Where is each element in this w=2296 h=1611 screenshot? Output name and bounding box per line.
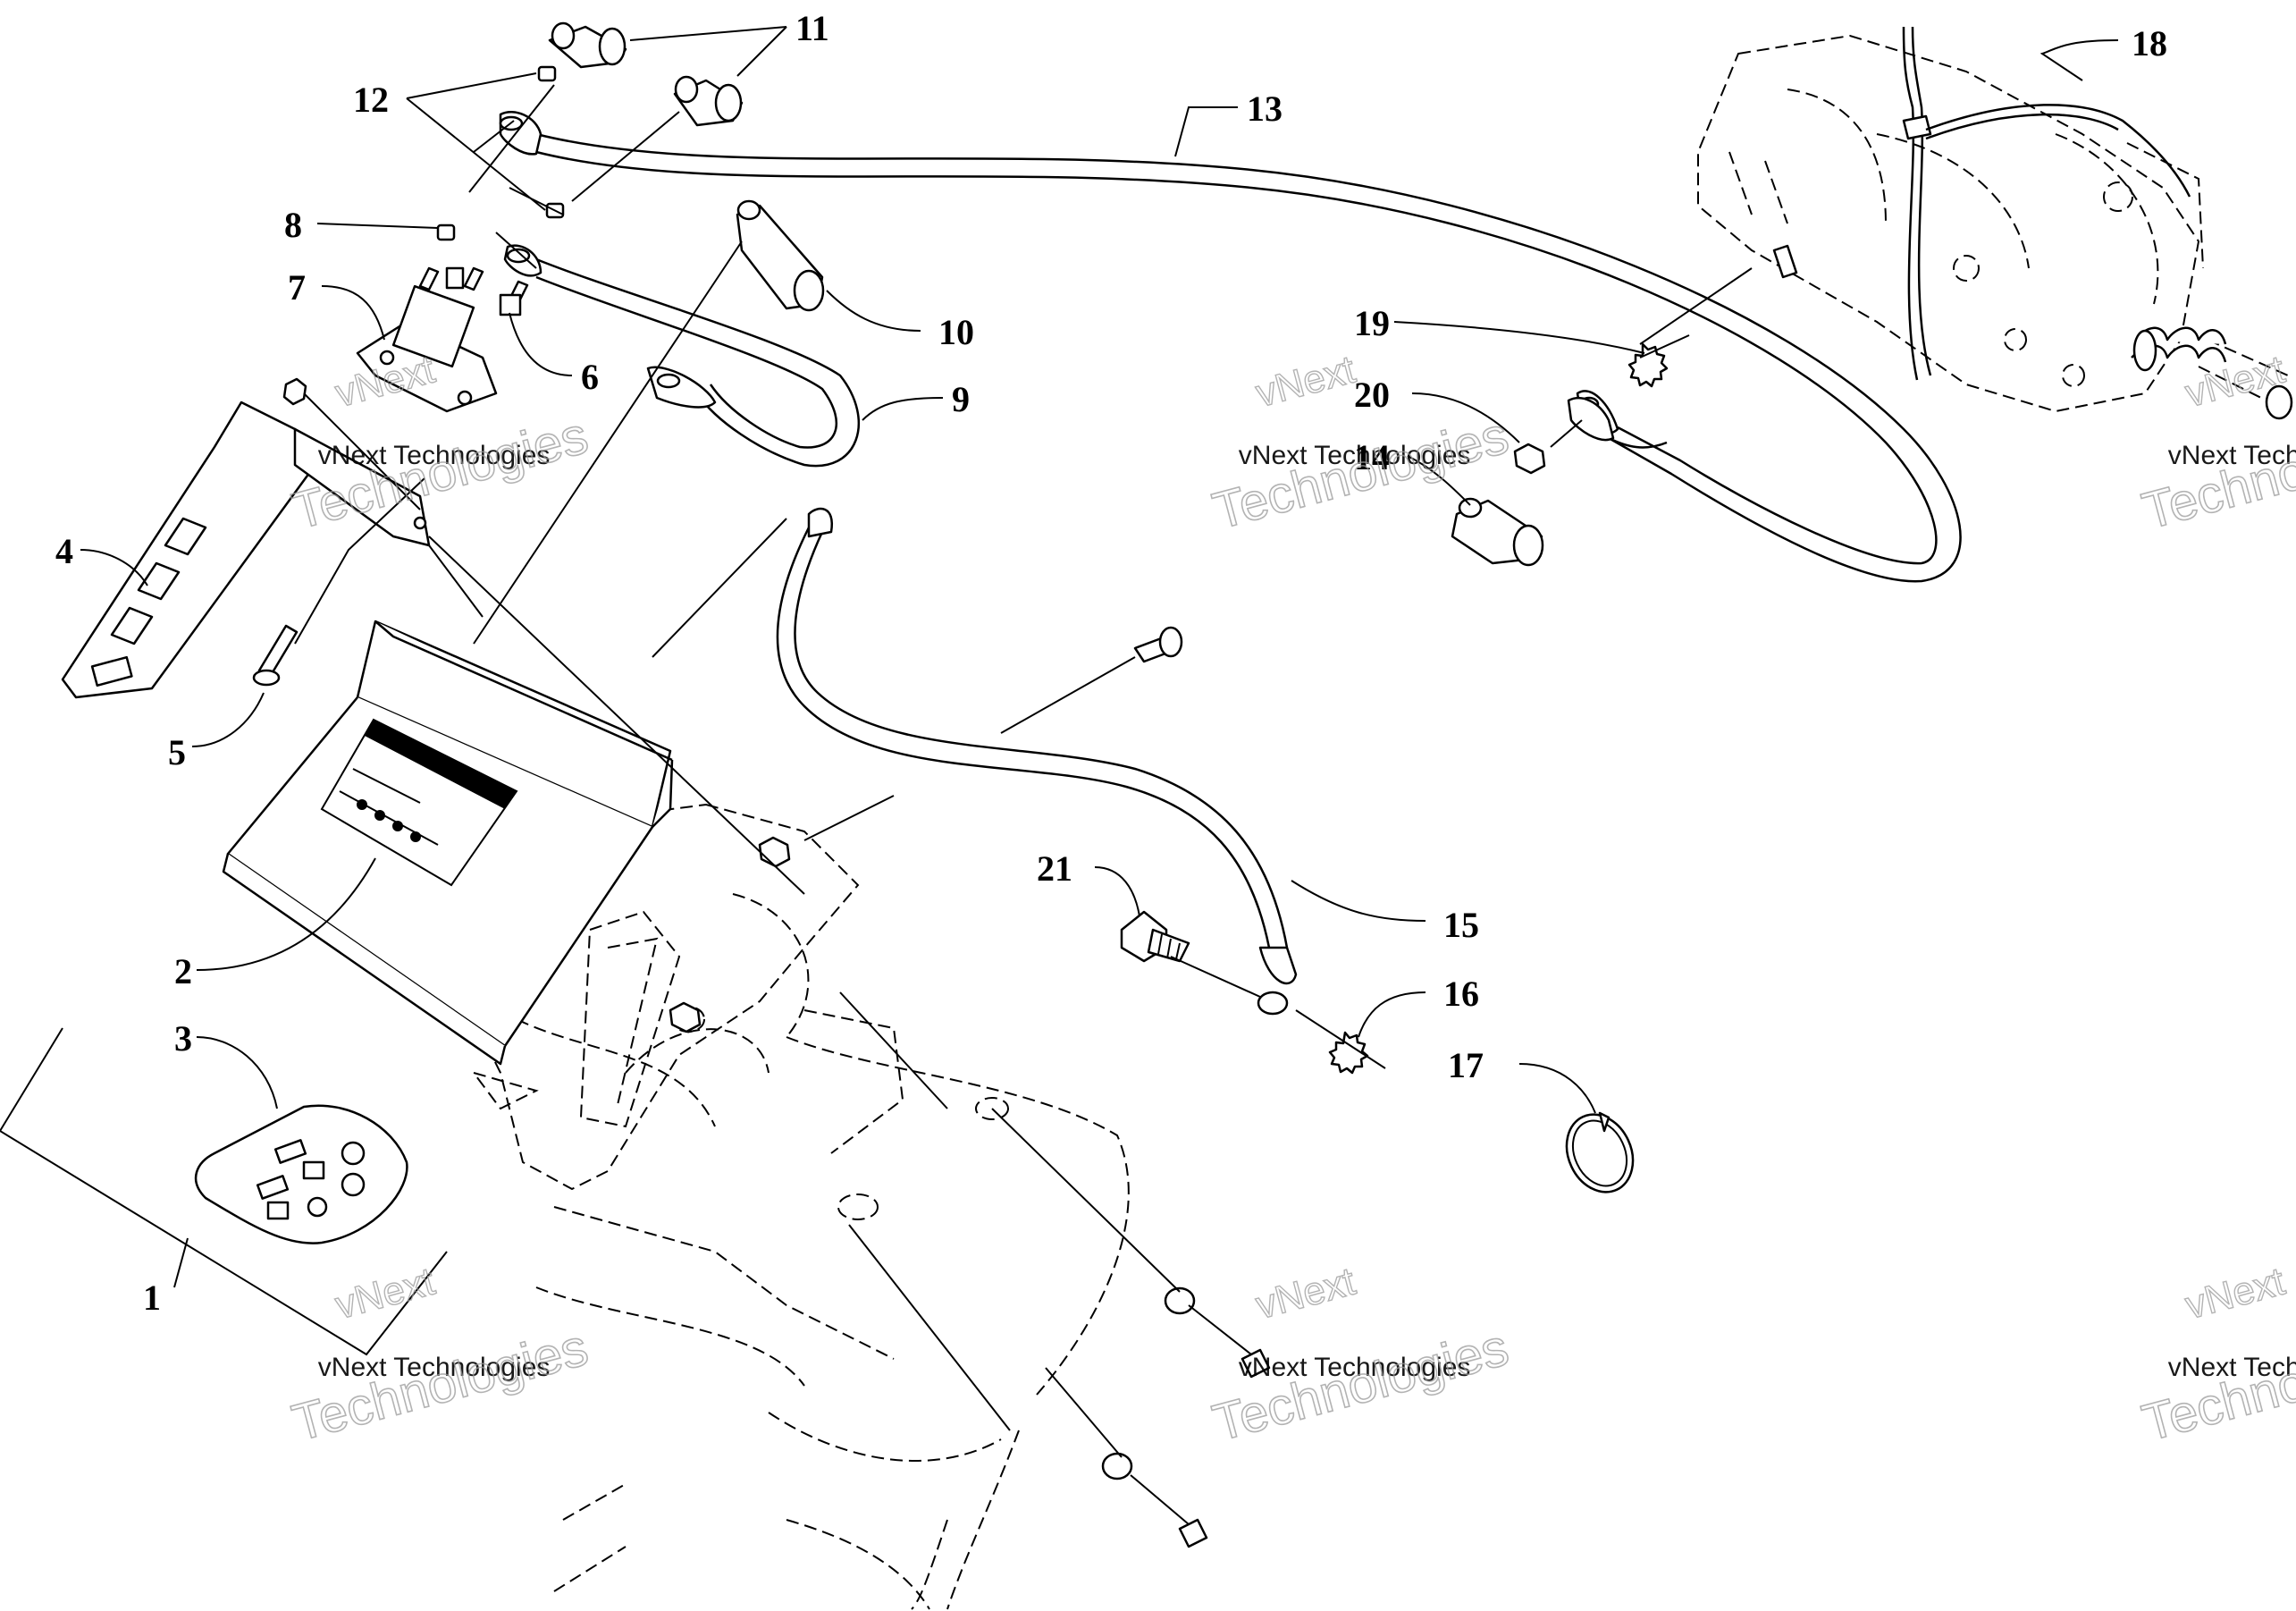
bolt-21 (1120, 910, 1190, 963)
callout-13: 13 (1247, 89, 1283, 129)
watermark-d: vNext vNext Technologies Technologies (286, 1259, 594, 1453)
starter-motor-dashed (1697, 34, 2293, 420)
svg-text:vNext Technologies: vNext Technologies (2168, 441, 2296, 470)
svg-text:vNext: vNext (1251, 348, 1359, 416)
callout-17: 17 (1448, 1045, 1484, 1085)
callout-21: 21 (1037, 848, 1072, 889)
terminal-boot-11b (673, 75, 744, 127)
callout-5: 5 (168, 732, 186, 772)
callout-18: 18 (2132, 23, 2167, 63)
svg-text:vNext Technologies: vNext Technologies (1239, 441, 1471, 470)
svg-text:Technologies: Technologies (1207, 1318, 1515, 1452)
callout-15: 15 (1443, 905, 1479, 945)
callout-20: 20 (1354, 375, 1390, 415)
nut-frame (758, 836, 791, 868)
washer-lower-a (1164, 1286, 1196, 1315)
nut-12a (537, 65, 557, 82)
callout-11: 11 (795, 8, 829, 48)
cable-tie-18 (1902, 26, 2191, 381)
washer-lower-b (1101, 1452, 1133, 1480)
svg-text:vNext Technologies: vNext Technologies (2168, 1353, 2296, 1382)
callout-3: 3 (174, 1018, 192, 1059)
svg-text:Technologies: Technologies (2137, 1318, 2296, 1452)
cable-9 (503, 244, 861, 468)
starter-solenoid (356, 266, 529, 413)
leader-lines (0, 26, 2119, 1525)
svg-text:vNext Technologies: vNext Technologies (318, 441, 551, 470)
callout-2: 2 (174, 951, 192, 991)
terminal-boot-14 (1451, 497, 1544, 567)
battery (222, 620, 674, 1066)
svg-text:vNext Technologies: vNext Technologies (318, 1353, 551, 1382)
starter-spring (2131, 326, 2227, 372)
svg-text:vNext Technologies: vNext Technologies (1239, 1353, 1471, 1382)
battery-warning-label (320, 718, 518, 887)
terminal-boot-11a (548, 21, 627, 69)
callout-16: 16 (1443, 974, 1479, 1014)
nut-bolt-top (282, 377, 307, 406)
cable-14 (1567, 397, 1668, 449)
bolt-lower-b (1178, 1518, 1208, 1548)
callout-7: 7 (288, 267, 306, 308)
star-washer-19 (1627, 342, 1669, 388)
ground-cable-15 (776, 507, 1298, 1016)
hose-clamp-17 (1565, 1111, 1635, 1193)
callout-4: 4 (55, 531, 73, 571)
svg-text:Technologies: Technologies (287, 406, 594, 540)
svg-text:Technologies: Technologies (287, 1318, 594, 1452)
callout-8: 8 (284, 205, 302, 245)
callout-6: 6 (581, 357, 599, 397)
callout-1: 1 (143, 1278, 161, 1318)
callout-19: 19 (1354, 303, 1390, 343)
watermark-a: vNext vNext Technologies Technologies (286, 347, 594, 541)
battery-hold-down-bracket (61, 401, 431, 699)
watermark-f: vNext vNext Technologies Technologies (2136, 1259, 2296, 1453)
svg-text:Technologies: Technologies (2137, 406, 2296, 540)
svg-text:vNext: vNext (331, 1260, 439, 1328)
callout-12: 12 (353, 80, 389, 120)
hardware-kit-bag (195, 1104, 408, 1244)
callout-numbers: 1 2 3 4 5 6 7 8 9 10 11 12 13 14 15 16 1… (55, 8, 2167, 1318)
svg-text:vNext: vNext (1251, 1260, 1359, 1328)
callout-9: 9 (952, 379, 970, 419)
bolt-5 (252, 624, 299, 687)
bolt-lower-a (1241, 1348, 1271, 1379)
svg-text:vNext: vNext (2181, 1260, 2289, 1328)
callout-10: 10 (938, 312, 974, 352)
nut-20 (1513, 443, 1546, 475)
terminal-boot-10 (736, 199, 825, 312)
nut-8 (436, 224, 456, 241)
nut-frame-b (669, 1001, 702, 1033)
star-washer-16 (1328, 1031, 1369, 1075)
callout-14: 14 (1354, 437, 1390, 477)
bolt-frame (1133, 626, 1183, 663)
